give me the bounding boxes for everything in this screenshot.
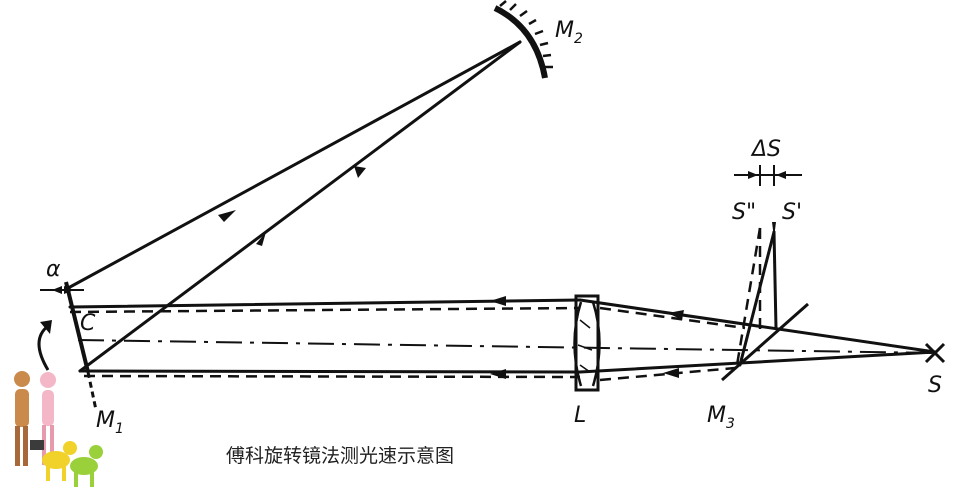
rotation-arrow-icon bbox=[37, 320, 52, 371]
label-delta-s: ΔS bbox=[750, 137, 781, 162]
image-rays bbox=[735, 222, 778, 367]
label-c: C bbox=[80, 311, 96, 336]
label-alpha: α bbox=[46, 257, 61, 282]
alpha-marker bbox=[40, 286, 84, 294]
label-s-double-prime: S" bbox=[732, 200, 756, 225]
label-s: S bbox=[928, 373, 942, 398]
caption: 傅科旋转镜法测光速示意图 bbox=[226, 445, 454, 467]
light-source-s bbox=[924, 342, 946, 364]
optical-axis bbox=[77, 339, 936, 354]
concave-mirror-m2 bbox=[493, 0, 553, 79]
rays-dashed bbox=[69, 306, 746, 382]
beam-splitter-m3 bbox=[721, 302, 809, 382]
rays-solid bbox=[68, 296, 937, 379]
label-m3: M3 bbox=[707, 403, 735, 432]
delta-s-marker bbox=[734, 165, 802, 186]
label-m2: M2 bbox=[555, 18, 583, 47]
label-s-prime: S' bbox=[782, 200, 802, 225]
rotating-mirror-m1 bbox=[64, 281, 98, 411]
decorative-figures bbox=[14, 371, 103, 487]
label-m1: M1 bbox=[96, 408, 124, 437]
lens-l bbox=[573, 294, 601, 392]
label-lens: L bbox=[574, 403, 586, 428]
rays-m1-m2 bbox=[68, 40, 522, 373]
